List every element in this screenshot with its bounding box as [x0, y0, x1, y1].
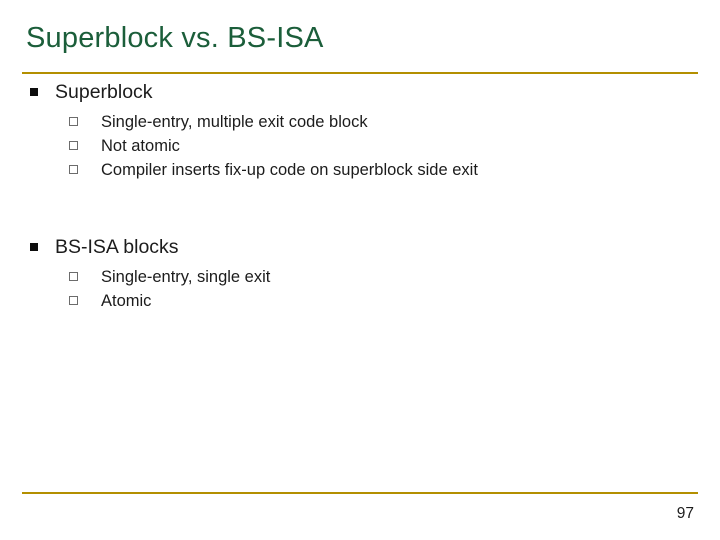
hollow-square-bullet-icon — [69, 165, 78, 175]
list-item: Single-entry, single exit — [22, 266, 698, 288]
footer-divider — [22, 492, 698, 494]
list-item: Atomic — [22, 290, 698, 312]
section-heading-superblock: Superblock — [22, 80, 698, 105]
section-heading-bs-isa: BS-ISA blocks — [22, 235, 698, 260]
section-heading-label: Superblock — [55, 81, 153, 103]
hollow-square-bullet-icon — [69, 116, 78, 126]
list-item-label: Not atomic — [101, 137, 180, 156]
list-item-label: Single-entry, multiple exit code block — [101, 112, 368, 131]
list-item-label: Atomic — [101, 292, 152, 311]
bullet-list-bs-isa: Single-entry, single exit Atomic — [22, 266, 698, 312]
section-heading-label: BS-ISA blocks — [55, 236, 179, 259]
list-item-label: Single-entry, single exit — [101, 268, 271, 287]
page-title: Superblock vs. BS-ISA — [26, 22, 324, 54]
list-item: Single-entry, multiple exit code block — [22, 111, 698, 133]
list-item: Compiler inserts fix-up code on superblo… — [22, 159, 698, 181]
section-spacer — [22, 183, 698, 235]
square-bullet-icon — [30, 88, 38, 96]
hollow-square-bullet-icon — [69, 296, 78, 306]
list-item: Not atomic — [22, 135, 698, 157]
square-bullet-icon — [30, 243, 38, 252]
bullet-list-superblock: Single-entry, multiple exit code block N… — [22, 111, 698, 181]
list-item-label: Compiler inserts fix-up code on superblo… — [101, 161, 478, 180]
title-divider-top — [22, 72, 698, 74]
slide-body: Superblock Single-entry, multiple exit c… — [22, 80, 698, 314]
hollow-square-bullet-icon — [69, 272, 78, 282]
hollow-square-bullet-icon — [69, 141, 78, 151]
page-number: 97 — [676, 505, 694, 522]
